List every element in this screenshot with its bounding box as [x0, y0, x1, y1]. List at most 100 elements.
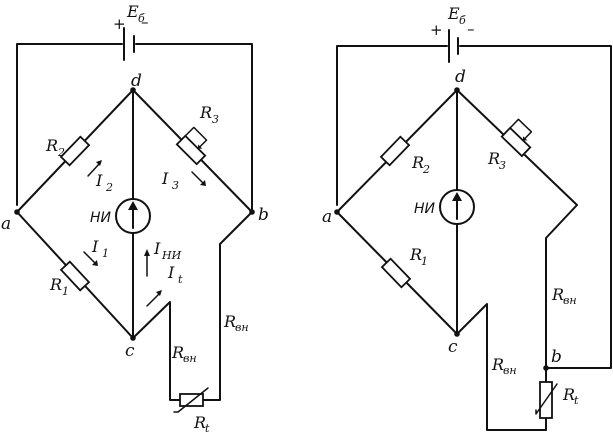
left-node-a-label: a [1, 214, 11, 234]
left-battery: + – E б [113, 2, 149, 61]
left-r3-slider [184, 126, 208, 149]
left-r3-label: R [199, 103, 212, 122]
left-node-d-label: d [131, 71, 142, 91]
left-i1-arrow-icon [92, 260, 98, 266]
right-r1-label: R [409, 245, 422, 264]
right-circuit: + – E б НИ a d c b R [322, 4, 612, 431]
left-meter: НИ [90, 198, 151, 234]
left-circuit: + – E б НИ a b d c [1, 2, 269, 434]
left-r2-sub: 2 [57, 146, 65, 159]
left-node-c-dot [130, 335, 136, 341]
right-battery-minus: – [467, 20, 475, 38]
left-i1-label: I [91, 237, 99, 256]
right-meter: НИ [414, 189, 475, 225]
right-battery: + – E б [430, 4, 475, 63]
left-arm-b-c-lead [202, 211, 253, 401]
right-node-c-dot [454, 331, 460, 337]
right-battery-sub: б [459, 14, 466, 27]
left-node-d-dot [130, 87, 136, 93]
left-r3-slider-arrow-icon [198, 144, 203, 149]
right-meter-circle [439, 189, 475, 225]
left-i1-sub: 1 [102, 247, 109, 260]
left-it-arrow [146, 290, 162, 307]
right-r2-sub: 2 [422, 163, 430, 176]
left-i2-arrow-icon [96, 160, 102, 166]
left-i1-arrow [83, 251, 98, 266]
left-rvn-left-sub: вн [183, 352, 197, 365]
right-meter-label: НИ [414, 201, 436, 217]
left-battery-minus: – [141, 13, 149, 31]
left-battery-label: E [126, 2, 139, 21]
left-node-c-label: c [125, 341, 135, 361]
left-rvn-right-label: R [223, 312, 236, 331]
left-i3-arrow-icon [200, 180, 206, 186]
right-r3-slider-arrow-icon [522, 136, 528, 141]
right-battery-label: E [447, 4, 460, 23]
left-i3-arrow [191, 171, 206, 186]
left-inn-sub: НИ [161, 249, 182, 262]
left-arm-c-lead [132, 301, 181, 401]
left-inn-arrow-icon [144, 249, 150, 256]
left-i2-sub: 2 [105, 181, 113, 194]
left-node-a-dot [14, 209, 20, 215]
right-arm-d-r3 [456, 89, 578, 369]
left-r1-body [59, 260, 91, 292]
left-rt-body [179, 393, 204, 407]
right-r3-body [500, 126, 532, 158]
right-r1-body [380, 257, 412, 289]
left-meter-arrow-icon [128, 201, 138, 210]
left-meter-label: НИ [90, 210, 112, 226]
left-inn-arrow [144, 249, 150, 277]
left-rt-nonlinear-mark [173, 387, 209, 413]
left-it-arrow-icon [156, 290, 162, 296]
right-meter-arrow-icon [452, 192, 462, 201]
right-node-d-label: d [455, 67, 466, 87]
left-battery-plus: + [113, 15, 126, 33]
right-rt-sub: t [574, 394, 579, 407]
right-node-a-dot [334, 209, 340, 215]
left-r2-body [59, 135, 91, 167]
left-r3-body [175, 134, 207, 166]
left-r1-label: R [49, 275, 62, 294]
left-i3-label: I [161, 169, 169, 188]
left-r1 [59, 260, 91, 292]
right-rt-label: R [562, 385, 575, 404]
left-rt [173, 387, 209, 413]
right-node-b-label: b [551, 347, 562, 367]
right-rvn-upper-sub: вн [563, 294, 577, 307]
left-meter-circle [115, 198, 151, 234]
right-node-b-dot [543, 365, 549, 371]
left-r1-sub: 1 [62, 285, 69, 298]
left-r2-label: R [45, 136, 58, 155]
right-arm-c-lead [456, 303, 547, 431]
right-r3-slider [509, 118, 533, 141]
right-node-c-label: c [448, 337, 458, 357]
left-rt-sub: t [205, 422, 210, 434]
left-rt-label: R [193, 413, 206, 432]
left-it-label: I [167, 263, 175, 282]
left-r3-sub: 3 [212, 113, 219, 126]
right-r1 [380, 257, 412, 289]
left-rvn-left-label: R [171, 343, 184, 362]
right-rvn-lower-sub: вн [503, 364, 517, 377]
left-r2 [59, 135, 91, 167]
right-rvn-upper-label: R [551, 285, 564, 304]
right-r1-sub: 1 [421, 255, 428, 268]
left-battery-sub: б [138, 12, 145, 25]
right-battery-plus: + [430, 21, 443, 39]
right-r2-label: R [411, 153, 424, 172]
left-i2-arrow [87, 160, 102, 177]
left-i3-sub: 3 [172, 179, 179, 192]
right-r3-sub: 3 [499, 159, 506, 172]
left-node-b-dot [249, 209, 255, 215]
right-top-wire [336, 45, 612, 369]
left-node-b-label: b [258, 205, 269, 225]
left-top-wire [16, 43, 253, 213]
right-r2 [379, 135, 411, 167]
left-inn-label: I [153, 239, 161, 258]
left-i2-label: I [95, 171, 103, 190]
left-it-sub: t [178, 273, 183, 286]
left-rvn-right-sub: вн [235, 321, 249, 334]
right-rt-nonlinear-mark [535, 383, 558, 415]
